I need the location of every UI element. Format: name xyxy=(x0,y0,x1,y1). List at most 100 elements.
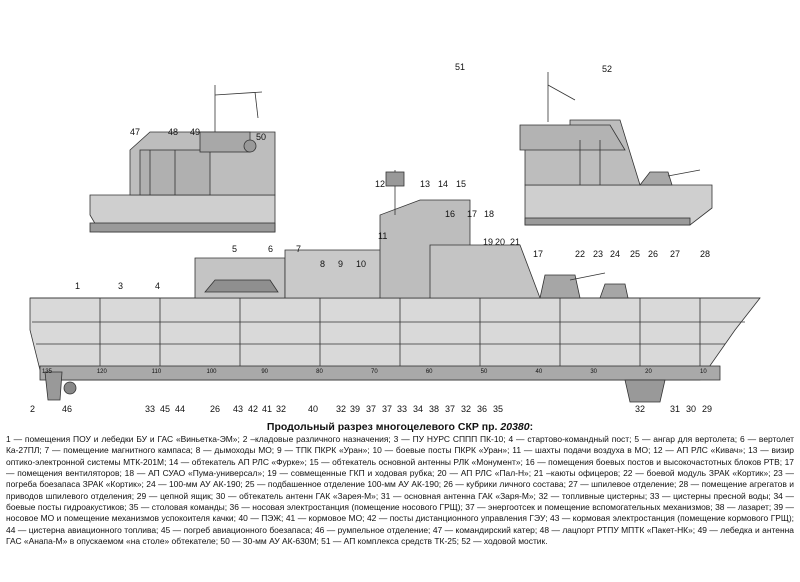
frame-number: 70 xyxy=(371,369,378,375)
callout-35: 35 xyxy=(493,404,504,414)
callout-33: 33 xyxy=(145,404,156,414)
callout-5: 5 xyxy=(232,244,238,254)
callout-2: 2 xyxy=(30,404,36,414)
callout-14: 14 xyxy=(438,179,449,189)
callout-25: 25 xyxy=(630,249,641,259)
callout-37: 37 xyxy=(366,404,377,414)
callout-8: 8 xyxy=(320,259,326,269)
longitudinal-section xyxy=(29,170,761,403)
frame-number: 135 xyxy=(42,369,53,375)
callout-13: 13 xyxy=(420,179,431,189)
callout-50: 50 xyxy=(256,132,267,142)
callout-30: 30 xyxy=(686,404,697,414)
callout-45: 45 xyxy=(160,404,171,414)
bow-gun-mount xyxy=(639,171,673,186)
ship-drawing-svg xyxy=(29,72,761,403)
callout-27: 27 xyxy=(670,249,681,259)
callout-32c: 32 xyxy=(461,404,472,414)
callout-16: 16 xyxy=(445,209,456,219)
callout-17b: 17 xyxy=(533,249,544,259)
callout-51: 51 xyxy=(455,62,466,72)
callout-34: 34 xyxy=(413,404,424,414)
callout-24: 24 xyxy=(610,249,621,259)
frame-number: 50 xyxy=(480,369,488,375)
caption-project-number: 20380 xyxy=(500,421,530,433)
callout-38: 38 xyxy=(429,404,440,414)
callout-10: 10 xyxy=(356,259,367,269)
gun-ak630-icon xyxy=(243,139,257,153)
callout-3: 3 xyxy=(118,281,124,291)
callout-9: 9 xyxy=(338,259,344,269)
callout-40: 40 xyxy=(308,404,319,414)
callout-11: 11 xyxy=(378,231,388,241)
rudder xyxy=(44,371,63,401)
callout-19: 19 xyxy=(483,237,494,247)
callout-31: 31 xyxy=(670,404,681,414)
callout-29: 29 xyxy=(702,404,713,414)
callout-48: 48 xyxy=(168,127,179,137)
frame-number: 60 xyxy=(425,369,433,375)
caption-title-text: Продольный разрез многоцелевого СКР пр. xyxy=(266,421,501,433)
callout-6: 6 xyxy=(268,244,274,254)
callout-17: 17 xyxy=(467,209,478,219)
frame-number: 80 xyxy=(316,369,323,375)
stern-crane xyxy=(214,91,263,96)
callout-32: 32 xyxy=(276,404,287,414)
callout-44: 44 xyxy=(175,404,186,414)
bow-gun-section xyxy=(539,274,581,299)
callout-46: 46 xyxy=(62,404,73,414)
callout-41: 41 xyxy=(262,404,273,414)
callout-47: 47 xyxy=(130,127,141,137)
stern-waterline xyxy=(89,222,276,233)
callout-52: 52 xyxy=(602,64,613,74)
radar-fixture xyxy=(385,171,405,187)
legend-text: 1 — помещения ПОУ и лебедки БУ и ГАС «Ви… xyxy=(6,434,794,547)
bow-waterline xyxy=(524,217,691,226)
frame-number: 90 xyxy=(261,369,269,375)
frame-number: 100 xyxy=(206,369,217,375)
callout-26: 26 xyxy=(648,249,659,259)
callout-49: 49 xyxy=(190,127,201,137)
callout-21: 21 xyxy=(510,237,521,247)
callout-32b: 32 xyxy=(336,404,347,414)
stern-view xyxy=(89,85,276,233)
callout-37c: 37 xyxy=(445,404,456,414)
callout-12: 12 xyxy=(375,179,386,189)
kortik-module xyxy=(599,283,629,299)
sonar-dome xyxy=(624,379,666,403)
callout-32d: 32 xyxy=(635,404,646,414)
caption-title-suffix: : xyxy=(529,421,534,433)
callout-33b: 33 xyxy=(397,404,408,414)
bow-view xyxy=(519,72,713,226)
stern-crane-cable xyxy=(254,91,259,119)
frame-number: 120 xyxy=(96,369,107,375)
callout-18: 18 xyxy=(484,209,495,219)
stern-funnel xyxy=(199,131,251,153)
callout-37b: 37 xyxy=(382,404,393,414)
callout-28: 28 xyxy=(700,249,711,259)
frame-number: 110 xyxy=(151,369,162,375)
frame-number: 30 xyxy=(590,369,598,375)
callout-39: 39 xyxy=(350,404,361,414)
callout-23: 23 xyxy=(593,249,604,259)
keel-band xyxy=(39,365,721,381)
propeller-icon xyxy=(63,381,77,395)
callout-7: 7 xyxy=(296,244,302,254)
frame-number: 20 xyxy=(645,369,652,375)
bow-bridge xyxy=(519,124,626,151)
callout-36: 36 xyxy=(477,404,488,414)
callout-42: 42 xyxy=(248,404,259,414)
callout-1: 1 xyxy=(75,281,81,291)
helicopter-shape xyxy=(204,279,279,293)
frame-number: 40 xyxy=(535,369,543,375)
callout-15: 15 xyxy=(456,179,467,189)
callout-26b: 26 xyxy=(210,404,221,414)
bridge-section xyxy=(429,244,541,299)
callout-43: 43 xyxy=(233,404,244,414)
callout-20: 20 xyxy=(495,237,506,247)
caption-title: Продольный разрез многоцелевого СКР пр. … xyxy=(0,421,800,433)
callout-4: 4 xyxy=(155,281,161,291)
frame-number: 10 xyxy=(700,369,707,375)
callout-22: 22 xyxy=(575,249,586,259)
